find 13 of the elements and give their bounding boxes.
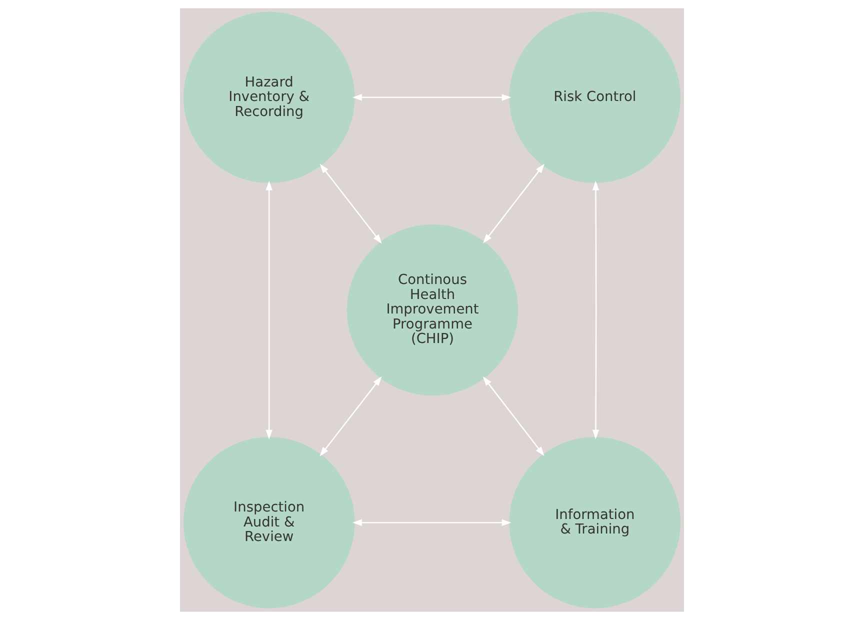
arrow — [319, 376, 382, 456]
arrow — [482, 164, 544, 244]
arrow — [265, 180, 272, 440]
arrow — [592, 180, 599, 440]
arrow — [482, 376, 544, 456]
arrow — [319, 164, 382, 244]
node-circle: Inspection Audit & Review — [182, 436, 354, 608]
node-circle: Continous Health Improvement Programme (CHIP) — [346, 224, 518, 396]
node-circle: Information & Training — [508, 436, 680, 608]
arrow — [352, 519, 511, 526]
node-circle: Risk Control — [508, 12, 680, 184]
node-circle: Hazard Inventory & Recording — [182, 12, 354, 184]
arrow — [352, 94, 511, 101]
